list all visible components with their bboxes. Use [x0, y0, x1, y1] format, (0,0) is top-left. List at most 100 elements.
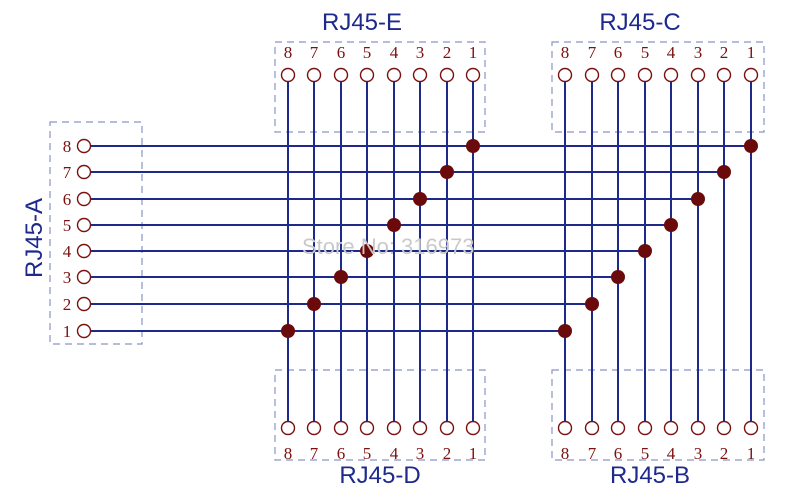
connector-e-title: RJ45-E [322, 9, 402, 36]
connector-e-pin-5 [359, 67, 375, 83]
connector-d-pin-label: 1 [469, 444, 478, 463]
junction-dot-cb-8 [744, 139, 758, 153]
connector-e-pin-label: 2 [443, 43, 452, 62]
connector-d-pin-8 [280, 420, 296, 436]
connector-e-pin-label: 7 [310, 43, 319, 62]
junction-dot-ed-3 [334, 270, 348, 284]
connector-b-pin-2 [716, 420, 732, 436]
junction-dot-ed-5 [387, 218, 401, 232]
connector-e-pin-6 [333, 67, 349, 83]
connector-e-pin-label: 1 [469, 43, 478, 62]
connector-c-pin-4 [663, 67, 679, 83]
connector-c-pin-2 [716, 67, 732, 83]
connector-d-pin-label: 4 [390, 444, 399, 463]
connector-a-pin-label: 4 [63, 242, 72, 261]
connector-d-pin-6 [333, 420, 349, 436]
connector-b-pin-1 [743, 420, 759, 436]
connector-b-pin-label: 8 [561, 444, 570, 463]
junction-dot-cb-4 [638, 244, 652, 258]
connector-b-pin-label: 6 [614, 444, 623, 463]
connector-b-pin-7 [584, 420, 600, 436]
junction-dot-ed-8 [466, 139, 480, 153]
junction-dot-ed-1 [281, 324, 295, 338]
connector-a-pin-6 [76, 191, 92, 207]
connector-d-pin-label: 8 [284, 444, 293, 463]
connector-c-pin-7 [584, 67, 600, 83]
connector-e-pin-label: 8 [284, 43, 293, 62]
connector-e-pin-8 [280, 67, 296, 83]
junction-dot-cb-7 [717, 165, 731, 179]
connector-d-box [274, 369, 486, 461]
connector-c-title: RJ45-C [599, 9, 680, 36]
junction-dot-ed-6 [413, 192, 427, 206]
connector-e-pin-label: 6 [337, 43, 346, 62]
junction-dot-cb-1 [558, 324, 572, 338]
connector-c-pin-label: 2 [720, 43, 729, 62]
connector-b-pin-8 [557, 420, 573, 436]
pins [76, 67, 759, 436]
connector-e-box [274, 41, 486, 133]
connector-a-pin-label: 3 [63, 268, 72, 287]
connector-c-pin-8 [557, 67, 573, 83]
connector-e-pin-3 [412, 67, 428, 83]
junction-dot-ed-7 [440, 165, 454, 179]
connector-c-pin-5 [637, 67, 653, 83]
connector-e-pin-label: 5 [363, 43, 372, 62]
connector-b-pin-label: 5 [641, 444, 650, 463]
connector-b-title: RJ45-B [610, 462, 690, 489]
connector-b-pin-4 [663, 420, 679, 436]
connector-a-pin-label: 1 [63, 322, 72, 341]
connector-d-pin-label: 2 [443, 444, 452, 463]
connector-a-pin-8 [76, 138, 92, 154]
watermark: Store No: 316973 [302, 234, 474, 259]
connector-c-pin-label: 4 [667, 43, 676, 62]
junction-dot-cb-6 [691, 192, 705, 206]
connector-c-pin-label: 7 [588, 43, 597, 62]
connector-c-pin-label: 6 [614, 43, 623, 62]
connector-e-pin-2 [439, 67, 455, 83]
junction-dot-ed-4 [360, 244, 374, 258]
connector-c-box [551, 41, 765, 133]
connector-c-pin-label: 3 [694, 43, 703, 62]
connector-e-pin-7 [306, 67, 322, 83]
connector-a-pin-1 [76, 323, 92, 339]
junction-dot-ed-2 [307, 297, 321, 311]
connector-c-pin-label: 1 [747, 43, 756, 62]
connector-c-pin-label: 8 [561, 43, 570, 62]
connector-e-pin-label: 4 [390, 43, 399, 62]
connector-c-pin-3 [690, 67, 706, 83]
connector-a-pin-label: 8 [63, 137, 72, 156]
connector-e-pin-1 [465, 67, 481, 83]
connector-b-pin-6 [610, 420, 626, 436]
connector-d-pin-label: 6 [337, 444, 346, 463]
junction-dot-cb-2 [585, 297, 599, 311]
connector-a-pin-label: 6 [63, 190, 72, 209]
connector-boxes [49, 41, 765, 461]
connector-d-pin-4 [386, 420, 402, 436]
connector-a-pin-7 [76, 164, 92, 180]
connector-d-pin-1 [465, 420, 481, 436]
junctions [281, 139, 758, 338]
connector-d-title: RJ45-D [339, 462, 420, 489]
connector-d-pin-3 [412, 420, 428, 436]
connector-a-pin-label: 2 [63, 295, 72, 314]
connector-d-pin-label: 7 [310, 444, 319, 463]
connector-b-pin-3 [690, 420, 706, 436]
connector-d-pin-label: 5 [363, 444, 372, 463]
connector-a-pin-5 [76, 217, 92, 233]
connector-a-pin-4 [76, 243, 92, 259]
connector-b-pin-5 [637, 420, 653, 436]
connector-b-box [551, 369, 765, 461]
connector-e-pin-4 [386, 67, 402, 83]
connector-a-title: RJ45-A [21, 198, 48, 278]
connector-c-pin-label: 5 [641, 43, 650, 62]
connector-d-pin-5 [359, 420, 375, 436]
connector-b-pin-label: 1 [747, 444, 756, 463]
connector-a-pin-3 [76, 269, 92, 285]
connector-b-pin-label: 7 [588, 444, 597, 463]
connector-a-pin-2 [76, 296, 92, 312]
connector-b-pin-label: 3 [694, 444, 703, 463]
connector-e-pin-label: 3 [416, 43, 425, 62]
